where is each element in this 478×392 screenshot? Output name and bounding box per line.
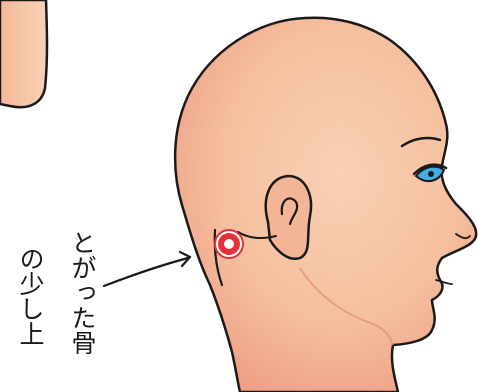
caption: とがった骨 の少し上 [10,230,110,390]
acupoint-marker-icon [215,230,243,258]
head-shape [175,18,476,392]
caption-line-1: とがった骨 [66,230,98,355]
hand-shape [0,0,47,107]
caption-line-2: の少し上 [14,246,46,346]
arrow-icon [104,252,190,286]
